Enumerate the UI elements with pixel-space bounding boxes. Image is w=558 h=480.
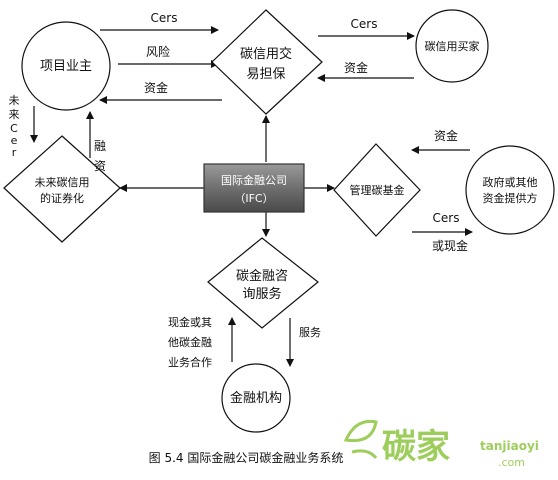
node-institution <box>221 363 291 433</box>
edge-label-institution-3: 业务合作 <box>168 355 212 369</box>
edge-label-owner-cers: Cers <box>151 11 178 25</box>
edges <box>30 26 473 367</box>
edge-label-fund-cers: Cers <box>433 211 460 225</box>
edge-label-financing-1: 融 <box>94 139 106 153</box>
label-securitization-2: 的证券化 <box>40 191 84 205</box>
figure-caption: 图 5.4 国际金融公司碳金融业务系统 <box>149 450 344 465</box>
label-consulting-1: 碳金融咨 <box>236 268 288 284</box>
node-gov-fund <box>465 145 555 235</box>
nodes <box>3 9 555 433</box>
label-buyer: 碳信用买家 <box>425 39 480 53</box>
label-trade-guarantee-2: 易担保 <box>246 67 285 82</box>
edge-label-future-cers-3: C <box>10 122 18 135</box>
node-fund-mgmt <box>333 143 421 237</box>
node-ifc <box>203 163 305 213</box>
node-future-securitization <box>3 135 121 243</box>
edge-labels: Cers 风险 资金 Cers 资金 未 来 C e r 融 资 资金 Cers… <box>9 11 469 369</box>
label-institution: 金融机构 <box>230 390 282 406</box>
label-gov-fund-1: 政府或其他 <box>483 175 538 189</box>
watermark-brand: 碳家 <box>382 427 450 467</box>
label-fund-mgmt: 管理碳基金 <box>350 183 405 197</box>
label-ifc-1: 国际金融公司 <box>221 173 287 187</box>
label-consulting-2: 询服务 <box>242 286 281 302</box>
label-trade-guarantee-1: 碳信用交 <box>240 46 292 62</box>
edge-label-gov-funds: 资金 <box>434 128 458 143</box>
edge-label-institution-1: 现金或其 <box>168 315 212 329</box>
edge-label-service: 服务 <box>299 326 321 339</box>
label-project-owner: 项目业主 <box>40 59 92 74</box>
edge-label-owner-risk: 风险 <box>146 44 170 59</box>
label-gov-fund-2: 资金提供方 <box>483 191 538 205</box>
edge-label-fund-cash: 或现金 <box>432 238 468 253</box>
watermark-tld: .com <box>498 456 525 469</box>
node-labels: 项目业主 碳信用交 易担保 碳信用买家 未来碳信用 的证券化 国际金融公司 （I… <box>35 39 538 406</box>
watermark-site: tanjiaoyi <box>480 439 539 453</box>
edge-label-future-cers-5: r <box>12 146 17 159</box>
edge-label-future-cers-1: 未 <box>9 94 20 107</box>
node-trade-guarantee <box>211 9 323 115</box>
edge-label-financing-2: 资 <box>94 159 106 173</box>
node-buyer <box>415 9 489 83</box>
node-consulting <box>207 237 319 329</box>
leaf-icon <box>343 419 378 460</box>
edge-label-future-cers-2: 来 <box>9 108 20 121</box>
edge-label-buyer-cers: Cers <box>351 17 378 31</box>
edge-label-institution-2: 他碳金融 <box>168 335 212 349</box>
edge-label-buyer-funds: 资金 <box>344 60 368 75</box>
edge-label-guarantee-funds: 资金 <box>144 80 168 95</box>
watermark-logo: 碳家 tanjiaoyi .com <box>343 419 539 469</box>
label-securitization-1: 未来碳信用 <box>35 175 90 189</box>
node-project-owner <box>21 21 111 111</box>
edge-label-future-cers-4: e <box>11 134 18 147</box>
label-ifc-2: （IFC） <box>234 192 273 205</box>
